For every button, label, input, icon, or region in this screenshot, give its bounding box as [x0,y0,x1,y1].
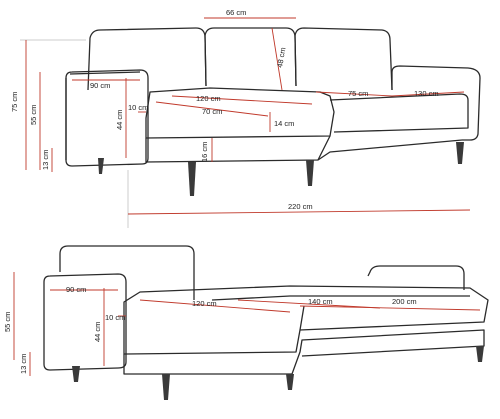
bed-dim-leg-height-label: 13 cm [19,354,28,374]
dim-leg-height-label: 13 cm [41,150,50,170]
bed-leg-front-left [72,366,80,382]
back-cushion-left [87,27,207,91]
dim-arm-depth-label: 90 cm [90,81,110,90]
dim-cushion-thickness-label: 14 cm [274,119,294,128]
dim-back-depth-label: 66 cm [226,8,246,17]
seat-front-panel [145,135,331,163]
left-arm [65,69,149,167]
dim-arm-width-label: 10 cm [128,103,148,112]
right-arm [391,65,481,141]
bed-mattress [123,285,489,355]
back-cushion-right [294,27,393,91]
bed-leg-front-mid [162,374,170,400]
bed-left-arm [43,273,127,371]
bed-dim-width-mid-label: 140 cm [308,297,333,306]
seat-right [329,93,469,133]
leg-front-left [98,158,104,174]
top-dimensions [20,17,471,228]
dim-total-height-label: 75 cm [10,92,19,112]
dim-total-width-label: 220 cm [288,202,313,211]
sofa-standard-drawing [65,27,481,196]
leg-back-right [456,142,464,164]
dim-seat-depth-label: 70 cm [202,107,222,116]
bed-dim-back-height-label: 55 cm [3,312,12,332]
dim-arm-height-label: 44 cm [115,110,124,130]
bed-dim-length-label: 200 cm [392,297,417,306]
dim-back-height-label: 55 cm [29,105,38,125]
bottom-dimensions [13,272,481,376]
dim-chaise-length-label: 120 cm [196,94,221,103]
bed-front-panel [123,329,485,375]
dim-seat-width-right-label: 130 cm [414,89,439,98]
sofa-base [317,139,463,161]
bed-back-left [59,245,195,300]
leg-front-mid [188,162,196,196]
sofa-bed-drawing [43,245,489,400]
bed-leg-back-right [476,346,484,362]
dim-seat-front-height-label: 16 cm [200,142,209,162]
bed-mattress-inner [211,295,470,331]
left-arm-front [65,71,141,160]
leg-front-right [306,160,314,186]
back-cushion-middle [204,27,297,87]
bed-dim-arm-width-label: 10 cm [105,313,125,322]
bed-leg-front-right [286,374,294,390]
bed-dim-arm-height-label: 44 cm [93,322,102,342]
bed-dim-chaise-length-label: 120 cm [192,299,217,308]
bed-dim-arm-depth-label: 90 cm [66,285,86,294]
seat-main [145,87,335,139]
bed-back-right [367,265,465,290]
dim-cushion-height-label: 48 cm [275,47,287,69]
dim-seat-width-mid-label: 75 cm [348,89,368,98]
